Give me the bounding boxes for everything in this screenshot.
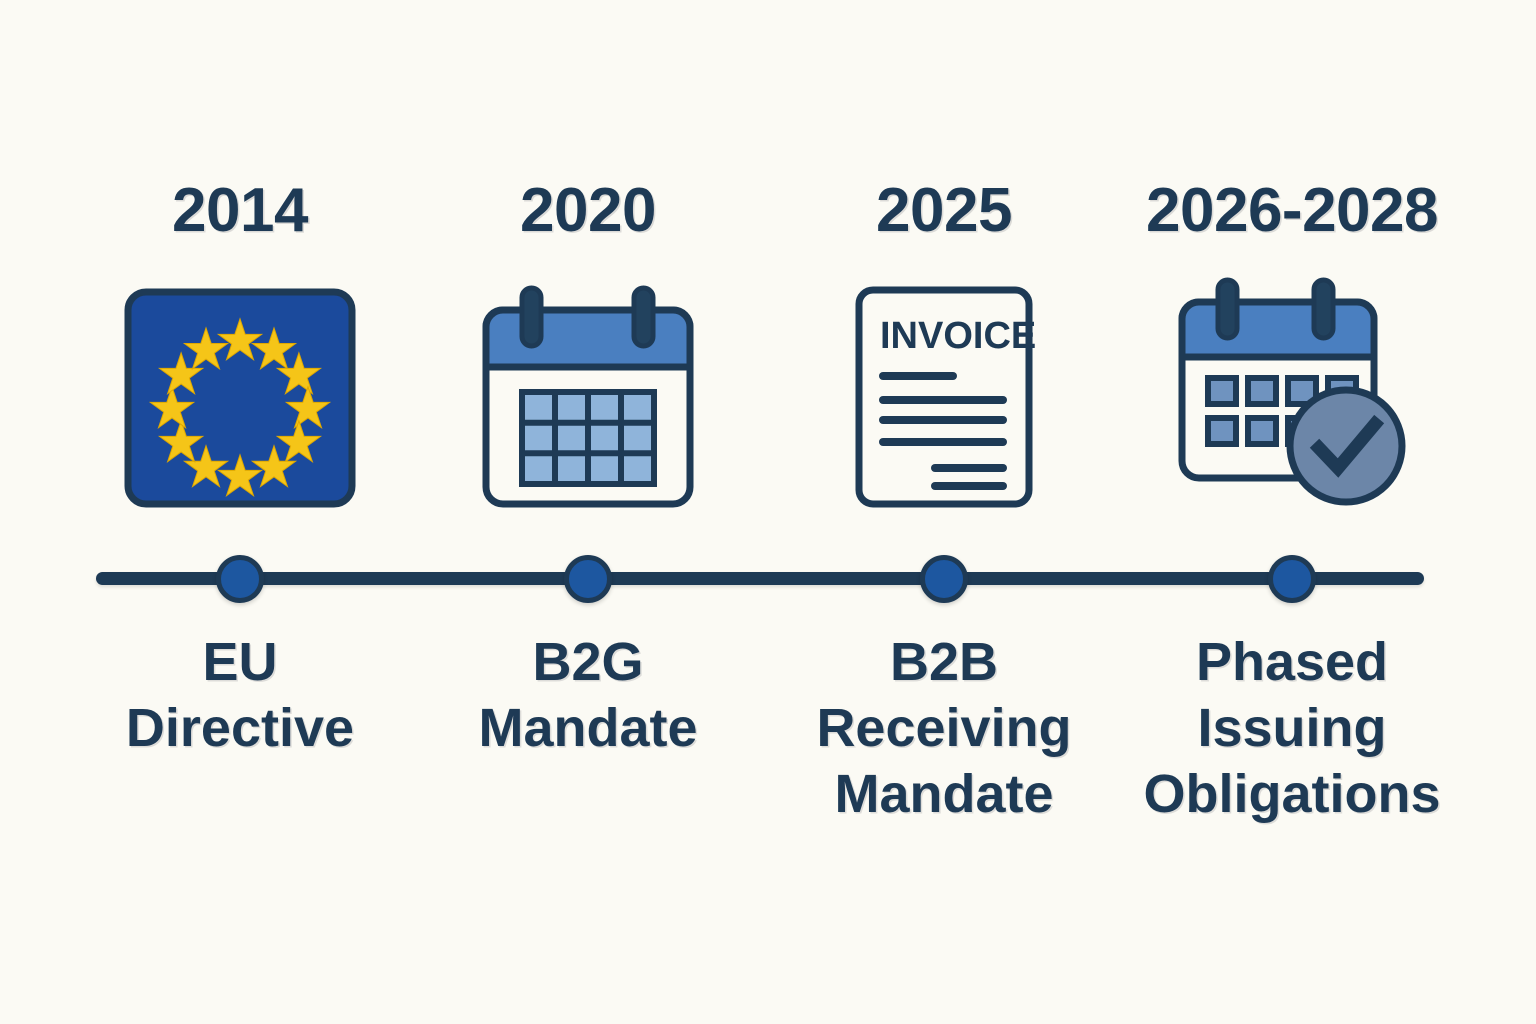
invoice-document-icon: INVOICE	[855, 286, 1036, 508]
check-icon	[1309, 414, 1385, 478]
timeline-node-2025[interactable]	[920, 555, 968, 603]
timeline-node-2026-2028[interactable]	[1268, 555, 1316, 603]
label-line: Receiving	[816, 697, 1072, 758]
milestone-label-2026-2028: Phased Issuing Obligations	[1112, 630, 1472, 828]
icon-slot-2020	[418, 268, 758, 508]
invoice-line-6	[931, 482, 1007, 490]
milestone-label-2025: B2B Receiving Mandate	[764, 630, 1124, 828]
label-line: Mandate	[478, 697, 698, 758]
milestone-2025: 2025 INVOICE	[774, 180, 1114, 508]
invoice-line-5	[931, 464, 1007, 472]
milestone-label-2014: EU Directive	[60, 630, 420, 762]
calendar-check-icon	[1178, 277, 1406, 506]
invoice-line-3	[879, 416, 1007, 424]
milestone-2020: 2020	[418, 180, 758, 508]
timeline-node-2014[interactable]	[216, 555, 264, 603]
invoice-line-1	[879, 372, 957, 380]
year-label-2020: 2020	[520, 176, 656, 245]
year-label-2025: 2025	[876, 176, 1012, 245]
label-line: B2G	[532, 632, 644, 692]
label-line: Issuing	[1197, 697, 1387, 758]
icon-slot-2025: INVOICE	[774, 268, 1114, 508]
invoice-line-2	[879, 396, 1007, 404]
label-line: EU	[202, 632, 278, 692]
label-line: B2B	[889, 632, 999, 692]
label-line: Mandate	[834, 763, 1054, 824]
label-line: Phased	[1195, 632, 1389, 692]
milestone-2026-2028: 2026-2028	[1122, 180, 1462, 508]
calendar-grid-icon	[482, 285, 694, 508]
icon-slot-2014	[70, 268, 410, 508]
icon-slot-2026-2028	[1122, 268, 1462, 508]
year-label-2014: 2014	[172, 176, 308, 245]
timeline-axis	[96, 572, 1424, 585]
timeline-node-2020[interactable]	[564, 555, 612, 603]
eu-flag-icon	[124, 288, 356, 508]
label-line: Obligations	[1143, 763, 1441, 824]
check-badge	[1286, 386, 1406, 506]
invoice-heading: INVOICE	[880, 315, 1036, 357]
milestone-2014: 2014	[70, 180, 410, 508]
invoice-line-4	[879, 438, 1007, 446]
label-line: Directive	[125, 697, 355, 758]
year-label-2026-2028: 2026-2028	[1146, 176, 1439, 245]
milestone-label-2020: B2G Mandate	[408, 630, 768, 762]
